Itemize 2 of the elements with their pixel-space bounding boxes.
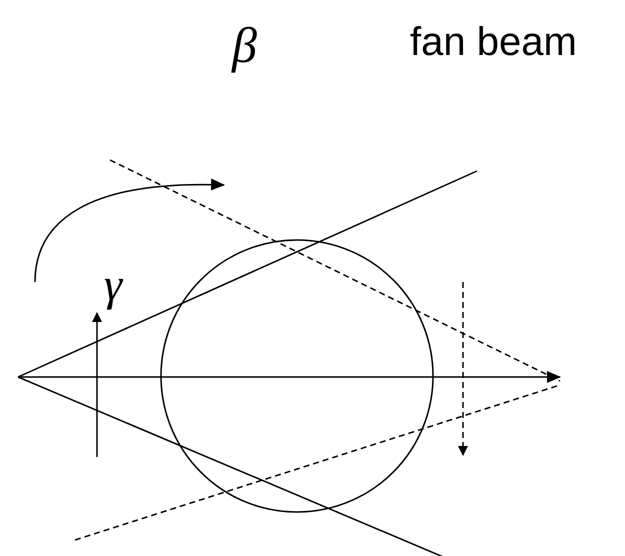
heading-text: fan beam — [410, 22, 577, 62]
angle-symbol: γ — [104, 262, 122, 308]
